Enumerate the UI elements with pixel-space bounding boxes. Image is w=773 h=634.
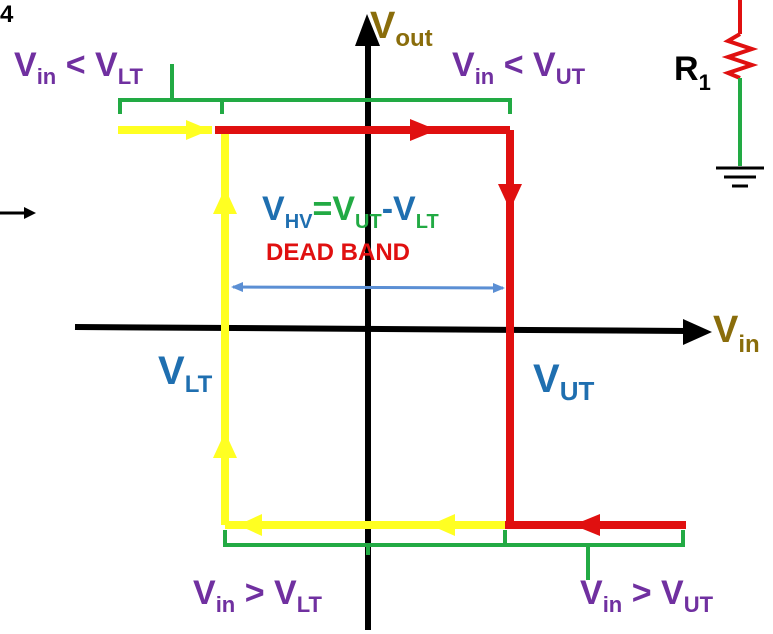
y-axis — [355, 14, 380, 630]
red-arrow-down — [498, 184, 522, 210]
red-path — [215, 119, 686, 536]
yellow-arrow-up-1 — [213, 188, 237, 214]
bottom-brackets — [223, 530, 685, 580]
yellow-arrow-up-2 — [213, 432, 237, 458]
condition-top-left: Vin < VLT — [14, 46, 143, 89]
yellow-arrow-left-2 — [238, 514, 262, 536]
resistor-circuit — [716, 0, 764, 188]
dead-band-dimension-arrow — [231, 282, 505, 293]
yellow-arrow-left-1 — [430, 514, 455, 536]
condition-bottom-right: Vin > VUT — [580, 574, 714, 617]
yellow-arrow-top-right — [186, 120, 210, 140]
red-arrow-left — [573, 514, 600, 536]
dead-band-label: DEAD BAND — [266, 239, 410, 266]
condition-top-right: Vin < VUT — [452, 46, 586, 89]
hysteresis-equation: VHV=VUT-VLT — [262, 190, 439, 233]
yellow-path — [118, 120, 505, 536]
y-axis-label: Vout — [370, 5, 433, 52]
top-brackets — [118, 64, 512, 114]
resistor-label: R1 — [674, 50, 711, 95]
ground-icon — [716, 166, 764, 188]
left-edge-arrow — [0, 207, 36, 219]
x-axis — [74, 319, 712, 345]
upper-threshold-label: VUT — [533, 357, 594, 406]
x-axis-label: Vin — [713, 309, 760, 358]
figure-number: 4 — [0, 1, 14, 28]
red-arrow-right — [410, 119, 437, 141]
lower-threshold-label: VLT — [158, 349, 213, 398]
condition-bottom-left: Vin > VLT — [193, 574, 322, 617]
resistor-symbol — [721, 32, 759, 80]
